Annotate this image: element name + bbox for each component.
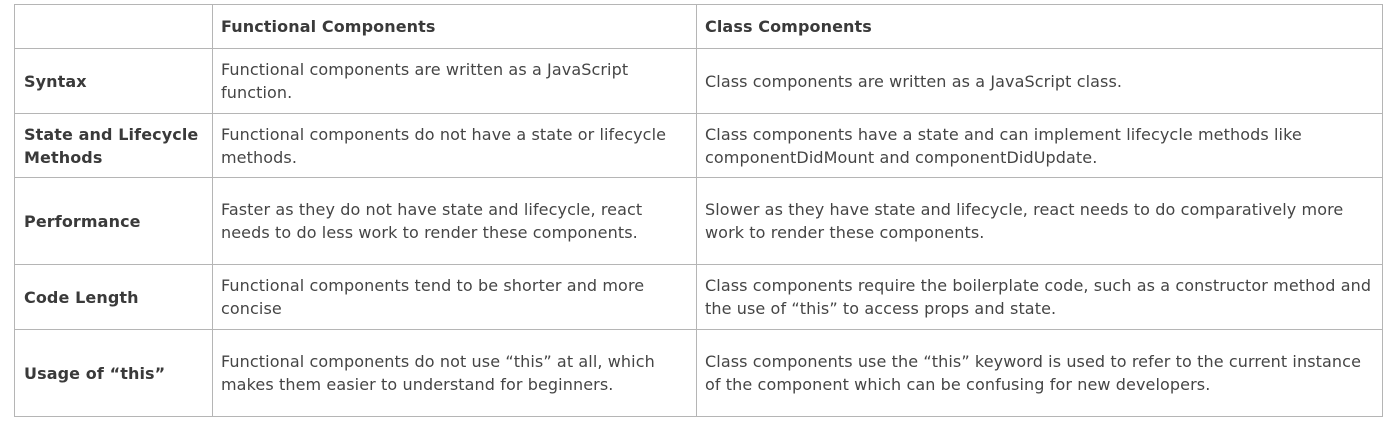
row-label-performance: Performance — [14, 177, 213, 265]
functional-cell-performance: Faster as they do not have state and lif… — [212, 177, 697, 265]
class-cell-usage-of-this: Class components use the “this” keyword … — [696, 329, 1383, 417]
class-cell-syntax: Class components are written as a JavaSc… — [696, 48, 1383, 114]
class-cell-code-length: Class components require the boilerplate… — [696, 264, 1383, 330]
table-header-row: Functional Components Class Components — [14, 4, 1383, 49]
header-functional-components: Functional Components — [212, 4, 697, 49]
functional-cell-code-length: Functional components tend to be shorter… — [212, 264, 697, 330]
row-label-code-length: Code Length — [14, 264, 213, 330]
row-label-usage-of-this: Usage of “this” — [14, 329, 213, 417]
header-corner-cell — [14, 4, 213, 49]
comparison-table: Functional Components Class Components S… — [14, 4, 1383, 417]
table-row: Performance Faster as they do not have s… — [14, 177, 1383, 265]
table-row: Code Length Functional components tend t… — [14, 264, 1383, 330]
row-label-syntax: Syntax — [14, 48, 213, 114]
functional-cell-state-lifecycle: Functional components do not have a stat… — [212, 113, 697, 178]
table-row: State and Lifecycle Methods Functional c… — [14, 113, 1383, 178]
functional-cell-usage-of-this: Functional components do not use “this” … — [212, 329, 697, 417]
class-cell-performance: Slower as they have state and lifecycle,… — [696, 177, 1383, 265]
functional-cell-syntax: Functional components are written as a J… — [212, 48, 697, 114]
table-row: Usage of “this” Functional components do… — [14, 329, 1383, 417]
table-row: Syntax Functional components are written… — [14, 48, 1383, 114]
class-cell-state-lifecycle: Class components have a state and can im… — [696, 113, 1383, 178]
header-class-components: Class Components — [696, 4, 1383, 49]
row-label-state-lifecycle: State and Lifecycle Methods — [14, 113, 213, 178]
